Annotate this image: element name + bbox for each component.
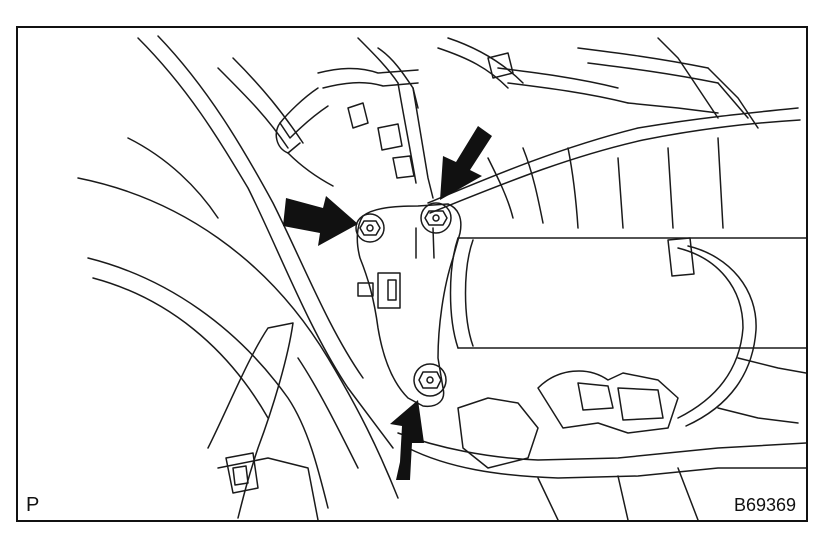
left-bolt-arrow: [283, 196, 358, 246]
upper-harness: [275, 37, 759, 199]
lower-components: [397, 137, 806, 520]
top-bolt-arrow: [440, 126, 492, 200]
mounting-bracket: [356, 203, 462, 408]
suspension-illustration: [77, 35, 806, 520]
horizontal-tube: [449, 237, 806, 349]
brake-line: [427, 107, 801, 427]
view-code-label: P: [26, 494, 40, 516]
upper-left-bolt: [355, 213, 385, 243]
bottom-bolt-arrow: [390, 400, 424, 480]
upper-right-bolt: [420, 202, 452, 234]
figure-id-label: B69369: [733, 495, 796, 515]
lower-frame-member: [207, 322, 394, 520]
diagram-frame: P B69369: [16, 26, 808, 522]
body-panel-lines: [77, 35, 399, 509]
lower-bolt: [413, 363, 447, 397]
harness-clips: [347, 52, 514, 179]
